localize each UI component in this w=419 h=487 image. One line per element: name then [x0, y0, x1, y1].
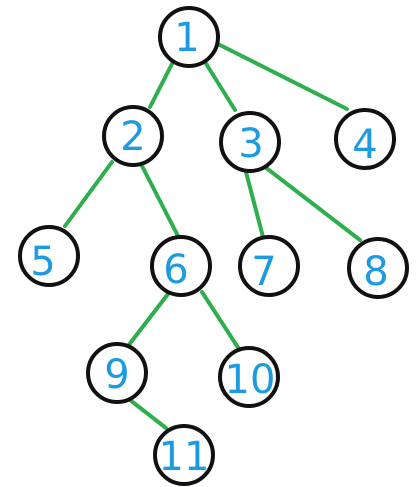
edge-3-8 — [263, 165, 362, 242]
node-3-label: 3 — [238, 121, 263, 167]
edge-1-2 — [148, 58, 176, 109]
node-5-circle — [18, 225, 80, 287]
node-2-circle — [102, 105, 164, 167]
node-1-label: 1 — [174, 15, 199, 61]
edge-9-11 — [128, 398, 168, 430]
tree-node-11: 11 — [153, 424, 215, 486]
tree-node-10: 10 — [218, 346, 280, 408]
node-5-label: 5 — [30, 239, 55, 285]
node-2-label: 2 — [120, 114, 145, 160]
node-9-label: 9 — [104, 352, 129, 398]
edge-6-10 — [200, 290, 241, 351]
tree-node-9: 9 — [86, 342, 148, 404]
node-11-circle — [153, 424, 215, 486]
tree-node-7: 7 — [238, 235, 300, 297]
nodes-layer: 1 2 3 4 5 6 7 8 — [18, 6, 409, 486]
node-1-circle — [158, 6, 220, 68]
edge-6-9 — [126, 292, 170, 348]
edge-2-6 — [140, 164, 180, 238]
tree-node-5: 5 — [18, 225, 80, 287]
tree-node-8: 8 — [347, 237, 409, 299]
tree-node-2: 2 — [102, 105, 164, 167]
node-3-circle — [219, 111, 281, 173]
tree-node-6: 6 — [150, 235, 212, 297]
node-9-circle — [86, 342, 148, 404]
node-4-label: 4 — [352, 122, 377, 168]
node-7-circle — [238, 235, 300, 297]
edge-1-3 — [203, 60, 237, 112]
edge-1-4 — [216, 42, 349, 111]
node-10-circle — [218, 346, 280, 408]
tree-node-1: 1 — [158, 6, 220, 68]
node-11-label: 11 — [159, 434, 210, 480]
edge-2-5 — [63, 160, 114, 228]
node-7-label: 7 — [251, 249, 276, 295]
node-4-circle — [334, 108, 396, 170]
tree-node-4: 4 — [334, 108, 396, 170]
node-8-label: 8 — [363, 249, 388, 295]
node-10-label: 10 — [225, 357, 276, 403]
node-6-label: 6 — [163, 247, 188, 293]
node-8-circle — [347, 237, 409, 299]
edge-3-7 — [244, 170, 265, 239]
edges-layer — [63, 42, 362, 430]
node-6-circle — [150, 235, 212, 297]
tree-node-3: 3 — [219, 111, 281, 173]
